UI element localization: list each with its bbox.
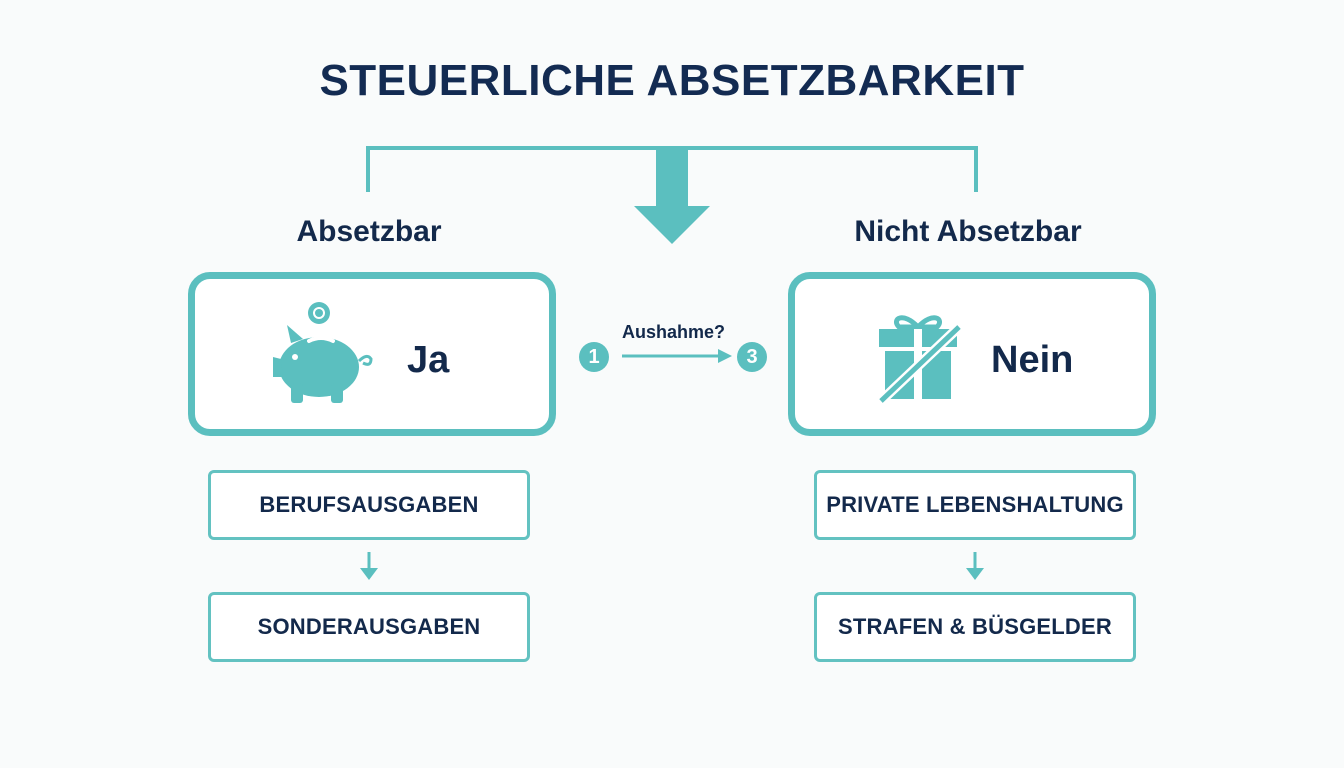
private-lebenshaltung-label: PRIVATE LEBENSHALTUNG [826, 492, 1124, 517]
top-bracket [366, 146, 978, 192]
crossed-gift-icon [877, 315, 963, 405]
nicht-absetzbar-heading: Nicht Absetzbar [854, 215, 1082, 248]
absetzbar-card-text: Ja [407, 339, 450, 381]
berufsausgaben-label: BERUFSAUSGABEN [259, 492, 479, 517]
main-down-arrow [634, 150, 710, 244]
sonderausgaben-label: SONDERAUSGABEN [257, 614, 481, 639]
berufsausgaben-box: BERUFSAUSGABEN [208, 470, 530, 540]
nicht-absetzbar-card-text: Nein [991, 339, 1074, 381]
step-badge-1: 1 [579, 342, 609, 372]
exception-arrow [622, 349, 732, 363]
nicht-absetzbar-card: Nein [788, 272, 1156, 436]
strafen-bussgelder-label: STRAFEN & BÜSGELDER [838, 614, 1112, 639]
sonderausgaben-box: SONDERAUSGABEN [208, 592, 530, 662]
absetzbar-heading: Absetzbar [296, 215, 442, 248]
exception-label: Aushahme? [622, 322, 726, 342]
step-badge-3: 3 [737, 342, 767, 372]
left-small-down-arrow [360, 552, 378, 580]
page-title: STEUERLICHE ABSETZBARKEIT [319, 56, 1025, 105]
private-lebenshaltung-box: PRIVATE LEBENSHALTUNG [814, 470, 1136, 540]
piggy-bank-icon [273, 302, 373, 403]
strafen-bussgelder-box: STRAFEN & BÜSGELDER [814, 592, 1136, 662]
right-small-down-arrow [966, 552, 984, 580]
absetzbar-card: Ja [188, 272, 556, 436]
